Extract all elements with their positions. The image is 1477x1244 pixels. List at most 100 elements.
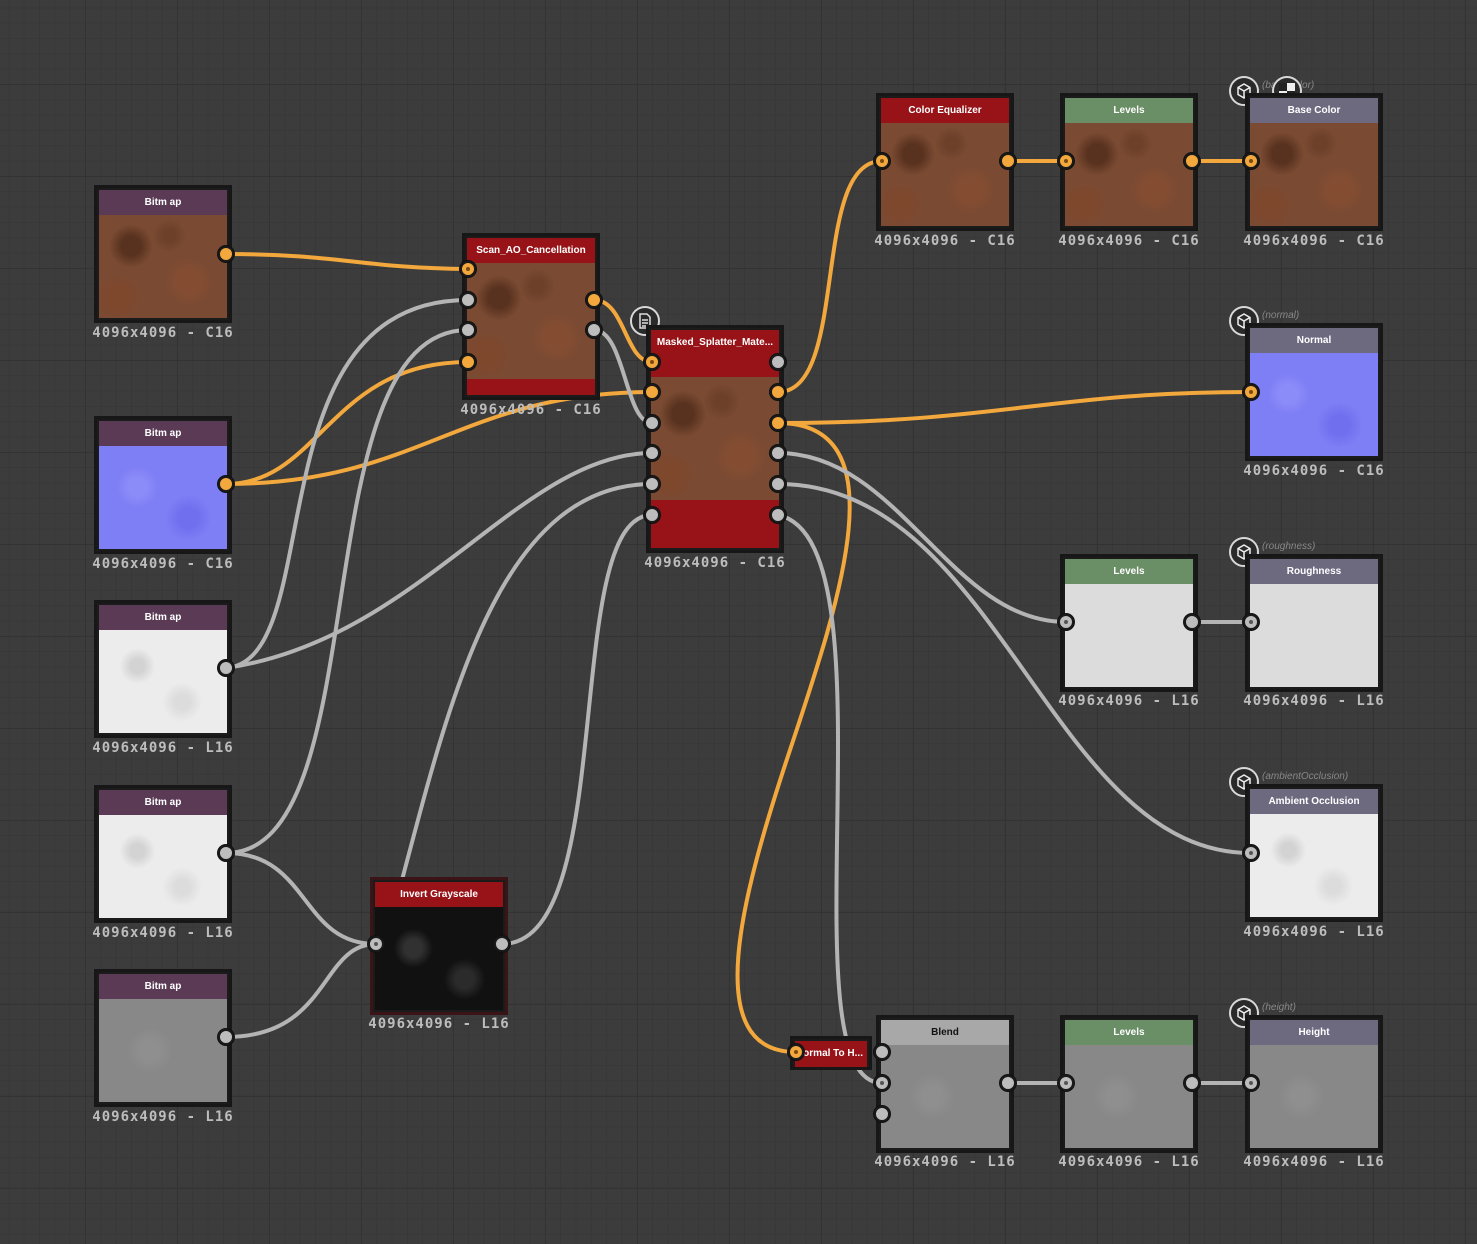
node-title: Levels xyxy=(1065,559,1193,584)
levels-node-2[interactable]: Levels xyxy=(1060,554,1198,692)
masked-splatter-material-node[interactable]: Masked_Splatter_Mate... xyxy=(646,325,784,553)
output-port[interactable] xyxy=(586,292,602,308)
input-port[interactable] xyxy=(644,354,660,370)
node-thumbnail xyxy=(881,1045,1009,1148)
node-resolution: 4096x4096 - C16 xyxy=(1243,233,1385,249)
invert-grayscale-node[interactable]: Invert Grayscale xyxy=(370,877,508,1015)
node-title: Bitm ap xyxy=(99,605,227,630)
input-port[interactable] xyxy=(644,507,660,523)
input-port[interactable] xyxy=(874,1106,890,1122)
input-port[interactable] xyxy=(1243,1075,1259,1091)
input-port[interactable] xyxy=(1243,153,1259,169)
node-resolution: 4096x4096 - L16 xyxy=(1243,924,1385,940)
node-title: Levels xyxy=(1065,1020,1193,1045)
output-port[interactable] xyxy=(1000,153,1016,169)
levels-node-3[interactable]: Levels xyxy=(1060,1015,1198,1153)
output-port[interactable] xyxy=(1000,1075,1016,1091)
height-output-node[interactable]: Height xyxy=(1245,1015,1383,1153)
node-title: Levels xyxy=(1065,98,1193,123)
node-title: Masked_Splatter_Mate... xyxy=(651,330,779,355)
node-resolution: 4096x4096 - L16 xyxy=(1058,693,1200,709)
input-port[interactable] xyxy=(460,322,476,338)
output-port[interactable] xyxy=(218,476,234,492)
input-port[interactable] xyxy=(644,476,660,492)
output-port[interactable] xyxy=(770,384,786,400)
input-port[interactable] xyxy=(1243,384,1259,400)
node-resolution: 4096x4096 - C16 xyxy=(1058,233,1200,249)
input-port[interactable] xyxy=(460,261,476,277)
usage-label: (normal) xyxy=(1262,310,1300,321)
output-port[interactable] xyxy=(1184,1075,1200,1091)
output-port[interactable] xyxy=(586,322,602,338)
ambient-occlusion-output-node[interactable]: Ambient Occlusion xyxy=(1245,784,1383,922)
bitmap-node-1[interactable]: Bitm ap xyxy=(94,185,232,323)
input-port[interactable] xyxy=(1243,845,1259,861)
output-port[interactable] xyxy=(770,415,786,431)
output-port[interactable] xyxy=(218,1029,234,1045)
bitmap-node-4[interactable]: Bitm ap xyxy=(94,785,232,923)
input-port[interactable] xyxy=(1058,1075,1074,1091)
node-thumbnail xyxy=(467,263,595,379)
output-port[interactable] xyxy=(770,354,786,370)
wire xyxy=(776,451,1068,624)
node-resolution: 4096x4096 - L16 xyxy=(92,740,234,756)
node-resolution: 4096x4096 - C16 xyxy=(1243,463,1385,479)
output-port[interactable] xyxy=(218,845,234,861)
usage-label: (roughness) xyxy=(1262,541,1316,552)
output-port[interactable] xyxy=(770,445,786,461)
input-port[interactable] xyxy=(368,936,384,952)
node-resolution: 4096x4096 - C16 xyxy=(644,555,786,571)
bitmap-node-2[interactable]: Bitm ap xyxy=(94,416,232,554)
output-port[interactable] xyxy=(218,660,234,676)
output-port[interactable] xyxy=(1184,153,1200,169)
base-color-output-node[interactable]: Base Color xyxy=(1245,93,1383,231)
levels-node-1[interactable]: Levels xyxy=(1060,93,1198,231)
node-title: Bitm ap xyxy=(99,421,227,446)
document-icon[interactable] xyxy=(630,306,660,336)
node-thumbnail xyxy=(99,815,227,918)
input-port[interactable] xyxy=(460,292,476,308)
wire xyxy=(776,513,884,1085)
output-cube-icon[interactable] xyxy=(1229,537,1259,567)
roughness-output-node[interactable]: Roughness xyxy=(1245,554,1383,692)
input-port[interactable] xyxy=(644,384,660,400)
bitmap-node-5[interactable]: Bitm ap xyxy=(94,969,232,1107)
bitmap-node-3[interactable]: Bitm ap xyxy=(94,600,232,738)
node-resolution: 4096x4096 - C16 xyxy=(460,402,602,418)
blend-node[interactable]: Blend xyxy=(876,1015,1014,1153)
normal-output-node[interactable]: Normal xyxy=(1245,323,1383,461)
node-title: Bitm ap xyxy=(99,790,227,815)
node-resolution: 4096x4096 - C16 xyxy=(92,556,234,572)
input-port[interactable] xyxy=(1243,614,1259,630)
input-port[interactable] xyxy=(874,1075,890,1091)
input-port[interactable] xyxy=(1058,614,1074,630)
node-title: Bitm ap xyxy=(99,974,227,999)
wire xyxy=(224,451,654,670)
wire xyxy=(224,360,470,486)
input-port[interactable] xyxy=(874,1044,890,1060)
input-port[interactable] xyxy=(788,1044,804,1060)
node-resolution: 4096x4096 - L16 xyxy=(1058,1154,1200,1170)
output-port[interactable] xyxy=(1184,614,1200,630)
node-title: Invert Grayscale xyxy=(375,882,503,907)
color-equalizer-node[interactable]: Color Equalizer xyxy=(876,93,1014,231)
input-port[interactable] xyxy=(874,153,890,169)
output-port[interactable] xyxy=(494,936,510,952)
output-port[interactable] xyxy=(770,507,786,523)
input-port[interactable] xyxy=(460,354,476,370)
wire xyxy=(224,851,378,946)
output-port[interactable] xyxy=(218,246,234,262)
node-thumbnail xyxy=(99,446,227,549)
node-resolution: 4096x4096 - L16 xyxy=(1243,693,1385,709)
node-thumbnail xyxy=(1065,123,1193,226)
node-thumbnail xyxy=(99,999,227,1102)
scan-ao-cancellation-node[interactable]: Scan_AO_Cancellation xyxy=(462,233,600,400)
node-thumbnail xyxy=(1250,584,1378,687)
input-port[interactable] xyxy=(644,445,660,461)
node-thumbnail xyxy=(1065,584,1193,687)
input-port[interactable] xyxy=(1058,153,1074,169)
input-port[interactable] xyxy=(644,415,660,431)
output-port[interactable] xyxy=(770,476,786,492)
node-title: Bitm ap xyxy=(99,190,227,215)
output-cube-icon[interactable] xyxy=(1229,306,1259,336)
